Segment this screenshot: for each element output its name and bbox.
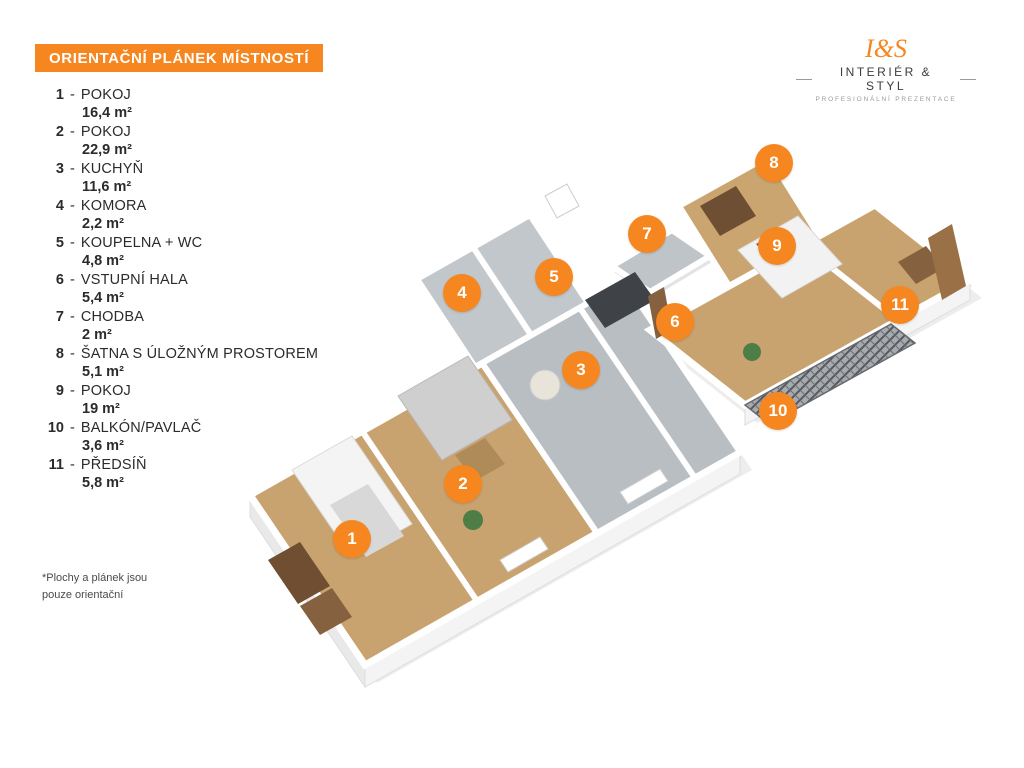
room-marker-8: 8: [755, 144, 793, 182]
legend-item-7: 7-CHODBA 2 m²: [55, 309, 145, 343]
room-marker-6: 6: [656, 303, 694, 341]
disclaimer-line2: pouze orientační: [42, 589, 124, 602]
furniture: [268, 183, 966, 635]
room-marker-1: 1: [333, 520, 371, 558]
room-marker-7: 7: [628, 215, 666, 253]
legend-item-10: 10-BALKÓN/PAVLAČ 3,6 m²: [47, 420, 202, 454]
legend-item-3: 3-KUCHYŇ 11,6 m²: [55, 161, 144, 195]
disclaimer: *Plochy a plánek jsou pouze orientační: [42, 570, 147, 604]
legend-item-11: 11-PŘEDSÍŇ 5,8 m²: [48, 457, 147, 491]
legend-item-2: 2-POKOJ 22,9 m²: [55, 124, 132, 158]
room-marker-11: 11: [881, 286, 919, 324]
legend-item-6: 6-VSTUPNÍ HALA 5,4 m²: [55, 272, 188, 306]
legend-item-8: 8-ŠATNA S ÚLOŽNÝM PROSTOREM 5,1 m²: [55, 346, 319, 380]
disclaimer-line1: *Plochy a plánek jsou: [42, 572, 148, 584]
room-marker-2: 2: [444, 465, 482, 503]
legend-item-1: 1-POKOJ 16,4 m²: [55, 87, 132, 121]
brand-logo: I&S INTERIÉR & STYL PROFESIONÁLNÍ PREZEN…: [796, 36, 976, 103]
logo-monogram-icon: I&S: [865, 34, 907, 63]
logo-rule-left: [796, 78, 812, 80]
room-marker-9: 9: [758, 227, 796, 265]
room-legend: 1-POKOJ 16,4 m² 2-POKOJ 22,9 m² 3-KUCHYŇ…: [40, 86, 318, 493]
logo-name: INTERIÉR & STYL: [796, 65, 976, 93]
logo-rule-right: [960, 78, 976, 80]
room-marker-5: 5: [535, 258, 573, 296]
room-marker-4: 4: [443, 274, 481, 312]
logo-tagline: PROFESIONÁLNÍ PREZENTACE: [815, 96, 957, 103]
legend-item-5: 5-KOUPELNA + WC 4,8 m²: [55, 235, 203, 269]
room-marker-3: 3: [562, 351, 600, 389]
logo-name-text: INTERIÉR & STYL: [839, 65, 933, 93]
legend-item-9: 9-POKOJ 19 m²: [55, 383, 131, 417]
legend-item-4: 4-KOMORA 2,2 m²: [55, 198, 147, 232]
room-marker-10: 10: [759, 392, 797, 430]
page-title: ORIENTAČNÍ PLÁNEK MÍSTNOSTÍ: [35, 44, 324, 72]
